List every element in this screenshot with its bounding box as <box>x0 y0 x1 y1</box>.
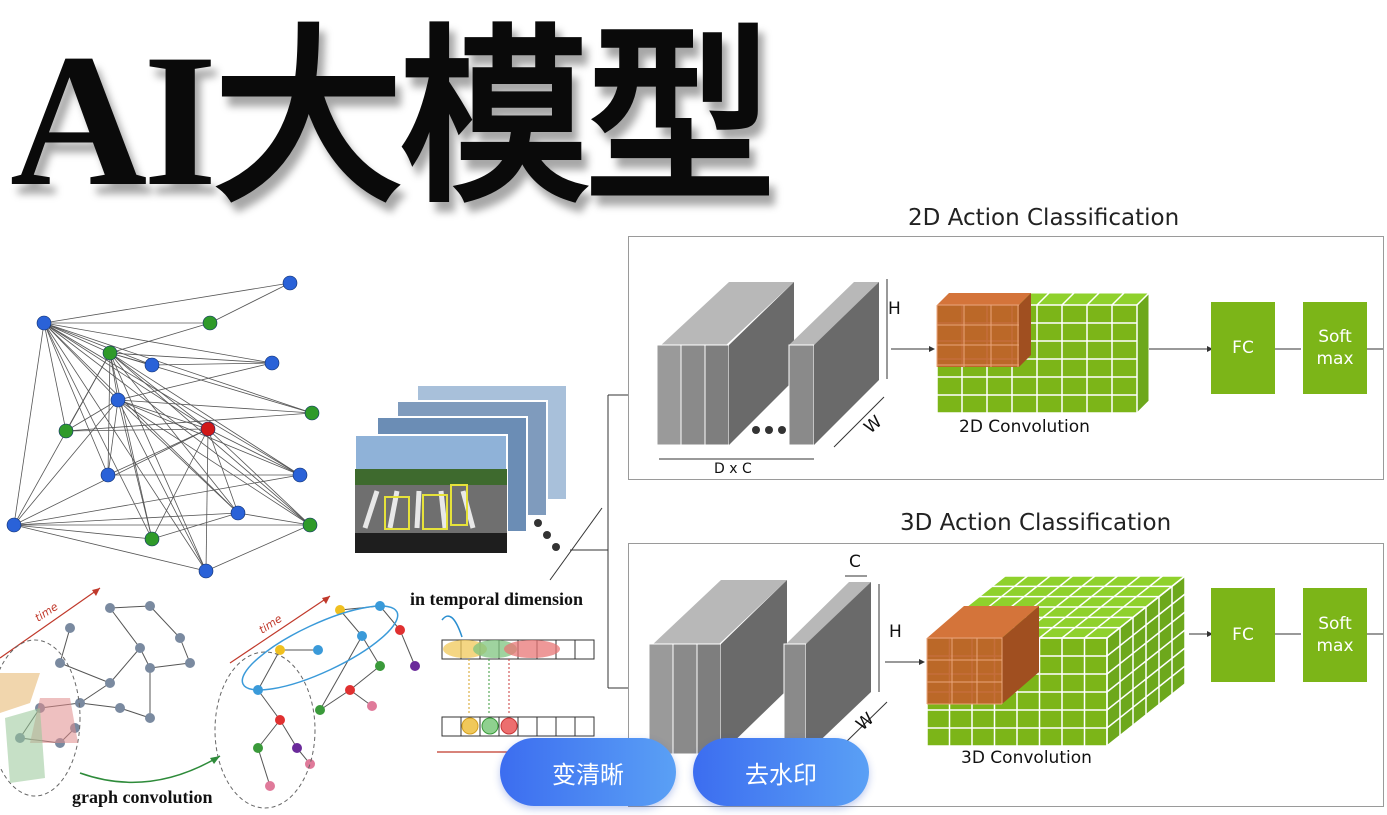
time-graph-node <box>410 661 420 671</box>
time-graph-node <box>105 678 115 688</box>
temporal-dimension-caption: in temporal dimension <box>410 589 584 609</box>
dashed-region-1 <box>0 639 81 797</box>
time-graph-node <box>395 625 405 635</box>
graph-node <box>292 467 308 483</box>
panel-2d-h-label: H <box>888 299 901 319</box>
temporal-sequence <box>437 615 595 753</box>
conv-grid-2d <box>935 291 1151 415</box>
time-graph-node <box>367 701 377 711</box>
graph-node <box>230 505 246 521</box>
panel-2d-dc-label: D x C <box>714 461 752 477</box>
softmax-line-1: Soft <box>1318 614 1352 634</box>
graph-node <box>36 315 52 331</box>
graph-node <box>282 275 298 291</box>
graph-node <box>6 517 22 533</box>
feature-slabs-3d <box>648 580 871 755</box>
time-graph-node <box>357 631 367 641</box>
time-graph-node <box>265 781 275 791</box>
time-graph-node <box>275 715 285 725</box>
remove-watermark-button[interactable]: 去水印 <box>693 738 869 806</box>
time-label-2: time <box>257 612 285 637</box>
graph-node <box>58 423 74 439</box>
network-edges <box>13 282 313 572</box>
curve-arrow <box>79 755 221 784</box>
video-frames-stack <box>354 383 570 568</box>
time-graph-node <box>55 658 65 668</box>
time-graph-node <box>253 743 263 753</box>
graph-node <box>200 421 216 437</box>
graph-node <box>302 517 318 533</box>
time-graph-node <box>135 643 145 653</box>
graph-node <box>102 345 118 361</box>
panel-2d-fc-block: FC <box>1211 302 1275 394</box>
time-graph-node <box>375 661 385 671</box>
panel-3d-softmax-block: Soft max <box>1303 588 1367 682</box>
time-graph-node <box>115 703 125 713</box>
time-graph-node <box>145 663 155 673</box>
time-graph-node <box>275 645 285 655</box>
panel-2d-softmax-block: Soft max <box>1303 302 1367 394</box>
time-graph-node <box>313 645 323 655</box>
temporal-ellipse <box>241 605 399 691</box>
graph-convolution-caption: graph convolution <box>72 787 213 807</box>
panel-3d-conv-label: 3D Convolution <box>961 748 1092 768</box>
graph-node <box>100 467 116 483</box>
connector-lines <box>549 392 635 691</box>
network-graph <box>6 275 320 579</box>
dashed-region-2 <box>214 651 316 809</box>
conv-cube-3d <box>925 574 1187 748</box>
softmax-line-2: max <box>1316 636 1354 656</box>
time-graph-node <box>145 601 155 611</box>
enhance-button[interactable]: 变清晰 <box>500 738 676 806</box>
graph-node <box>110 392 126 408</box>
time-arrow-1 <box>0 587 101 659</box>
panel-3d-h-label: H <box>889 622 902 642</box>
time-graph-node <box>175 633 185 643</box>
hero-title: AI大模型 <box>10 16 775 226</box>
time-graph-node <box>65 623 75 633</box>
time-graph-node <box>315 705 325 715</box>
feature-slabs-2d <box>656 282 879 446</box>
panel-3d-title: 3D Action Classification <box>900 510 1172 536</box>
time-graph-node <box>145 713 155 723</box>
time-graph-node <box>305 759 315 769</box>
time-label-1: time <box>33 600 61 625</box>
time-arrow-2 <box>229 595 331 664</box>
graph-node <box>202 315 218 331</box>
time-graph-node <box>185 658 195 668</box>
time-graph-node <box>105 603 115 613</box>
panel-2d-title: 2D Action Classification <box>908 205 1180 231</box>
softmax-line-1: Soft <box>1318 327 1352 347</box>
network-nodes <box>6 275 320 579</box>
video-frame-1 <box>354 434 508 554</box>
time-graph-node <box>345 685 355 695</box>
time-graph-node <box>335 605 345 615</box>
graph-node <box>144 357 160 373</box>
panel-2d: H W D x C 2D Convolution FC Soft max <box>628 236 1384 480</box>
time-graph-node <box>75 698 85 708</box>
graph-node <box>144 531 160 547</box>
softmax-line-2: max <box>1316 349 1354 369</box>
spatio-temporal-graphs: time time <box>0 587 420 809</box>
time-graph-node <box>292 743 302 753</box>
graph-node <box>198 563 214 579</box>
panel-3d-c-label: C <box>849 552 861 572</box>
panel-3d-fc-block: FC <box>1211 588 1275 682</box>
panel-2d-conv-label: 2D Convolution <box>959 417 1090 437</box>
graph-node <box>264 355 280 371</box>
graph-node <box>304 405 320 421</box>
